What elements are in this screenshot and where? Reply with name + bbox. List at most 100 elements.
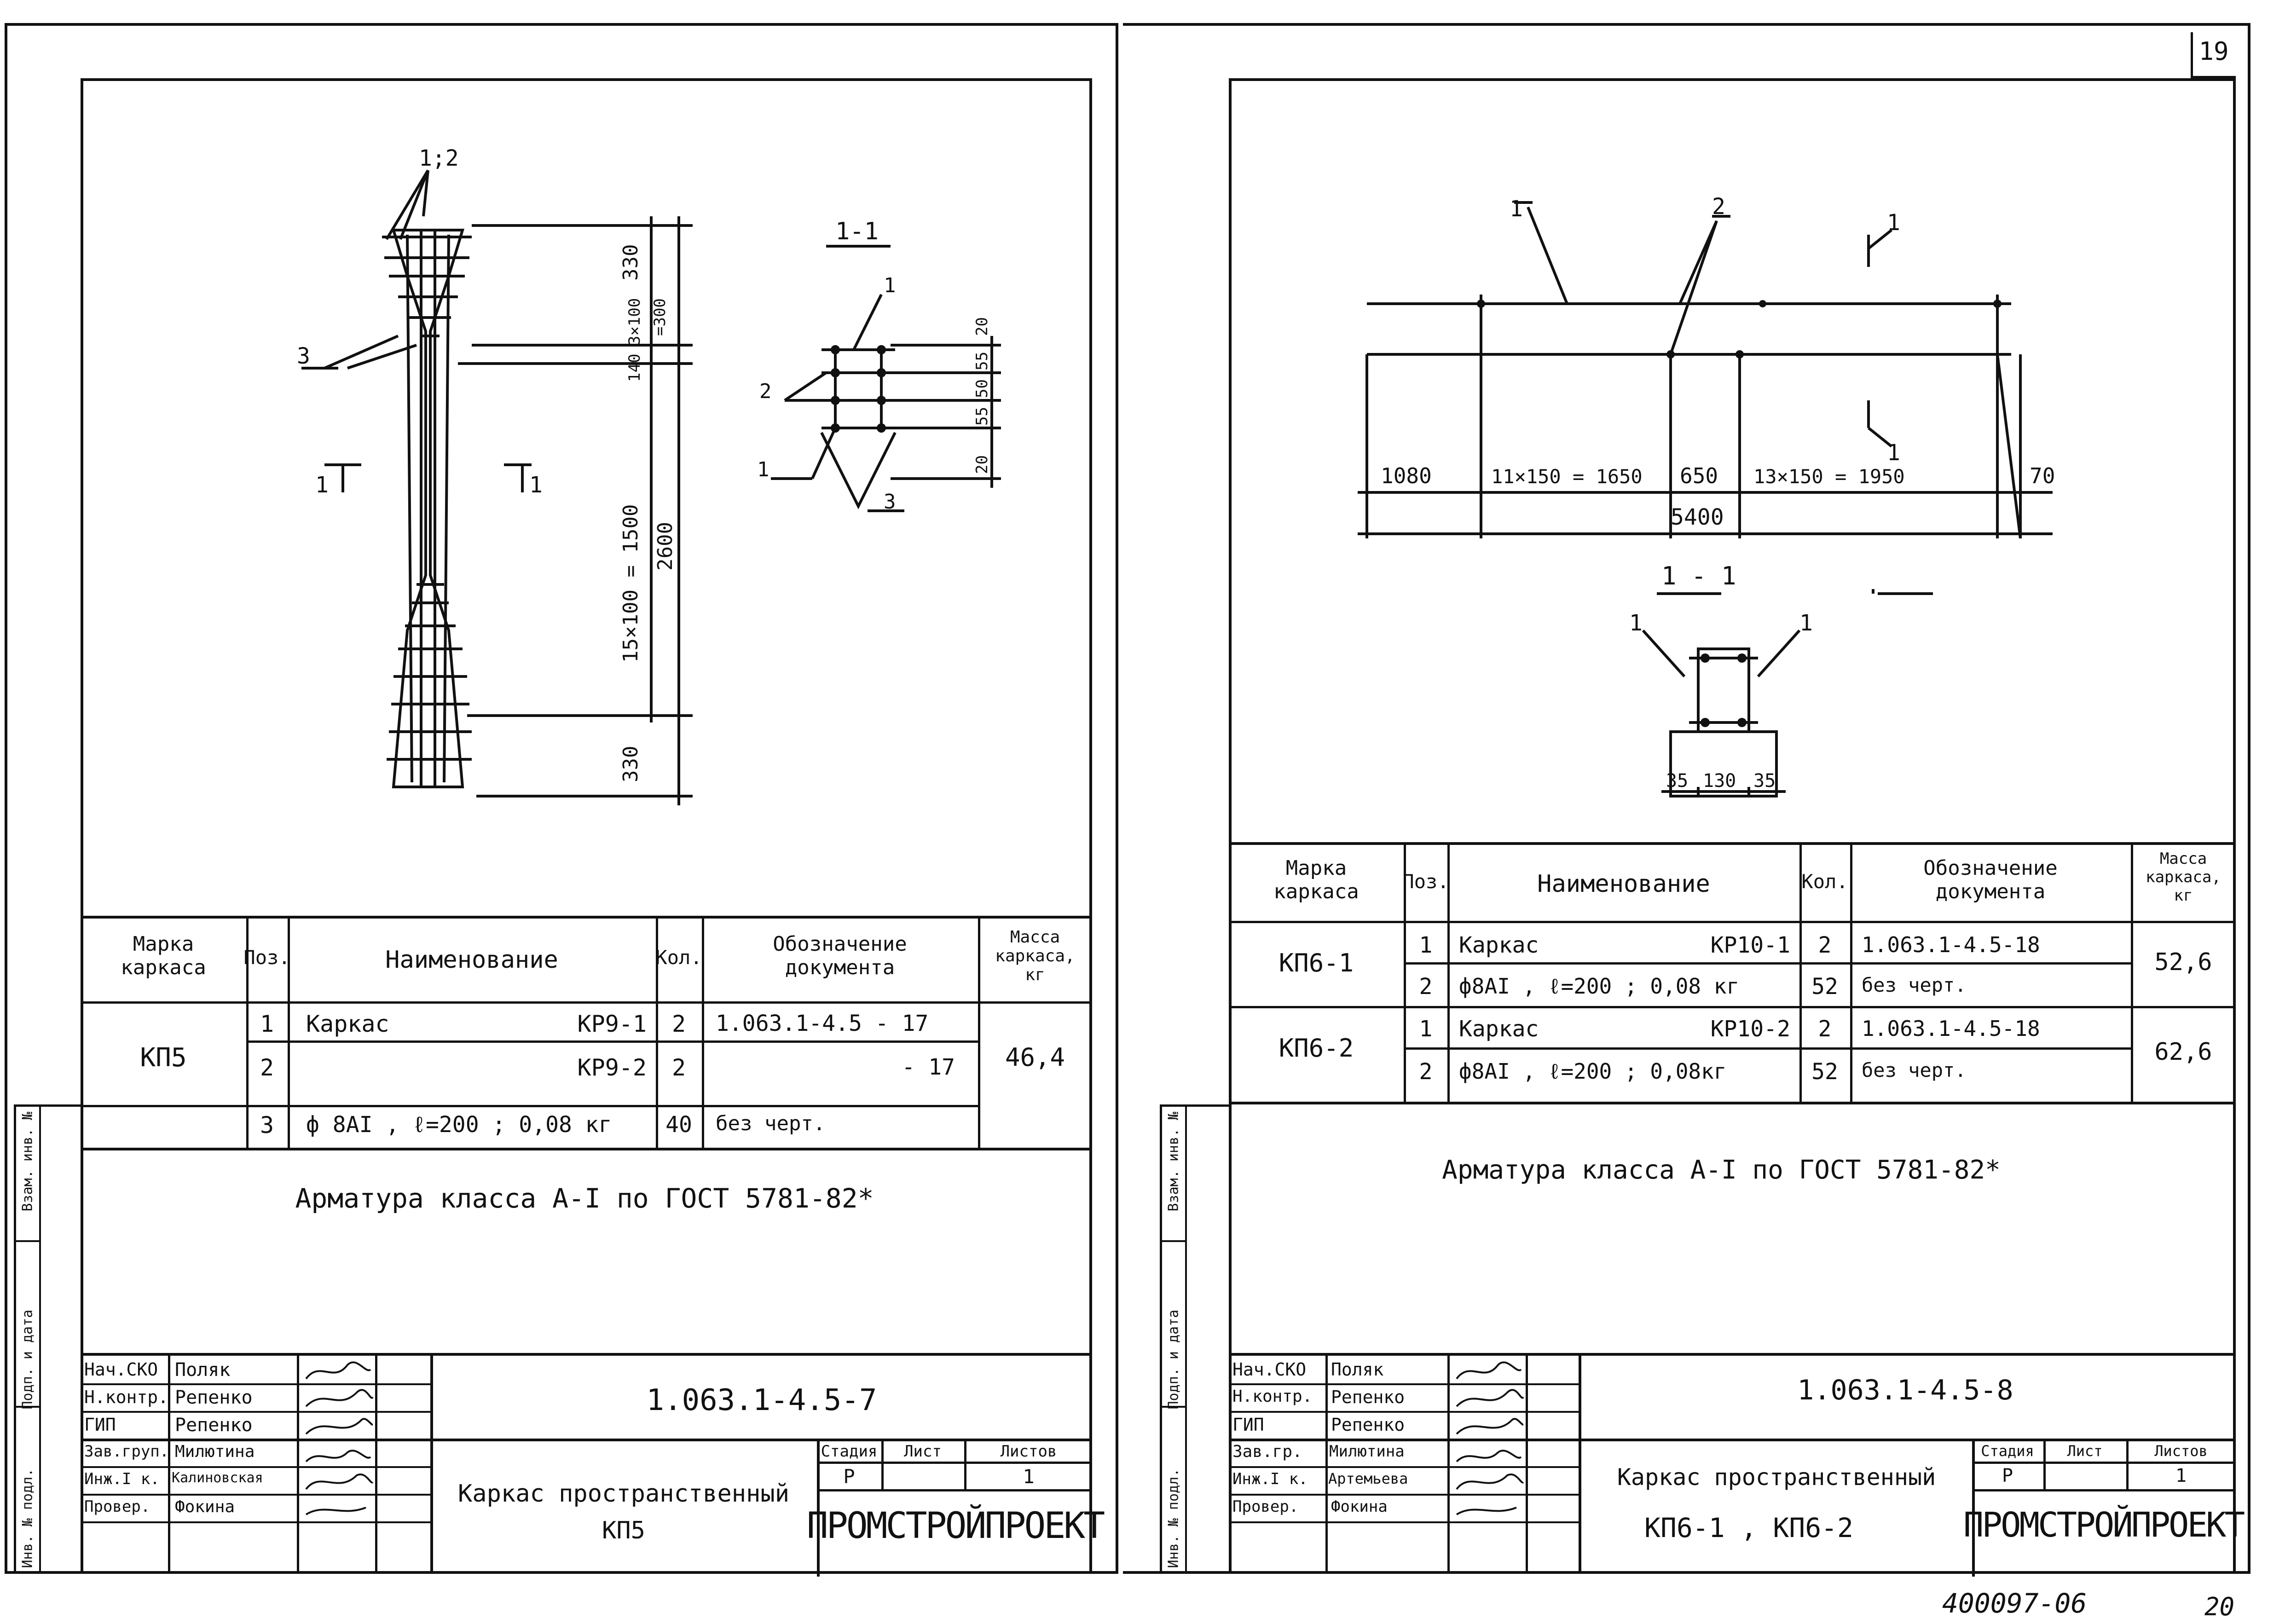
side-label-inv: Инв. № подл. xyxy=(1165,1468,1182,1568)
section-callout-1a: 1 xyxy=(884,274,896,297)
section-mark-right: 1 xyxy=(529,472,543,498)
section-dim-4: 20 xyxy=(973,455,991,474)
callout-1: 1 xyxy=(1510,196,1523,222)
section-callout-2: 2 xyxy=(759,380,772,403)
row-pos: 2 xyxy=(260,1054,274,1081)
row-pos: 3 xyxy=(260,1112,274,1139)
row-code: КР9-2 xyxy=(577,1054,647,1081)
side-label-replace: Взам. инв. № xyxy=(1165,1111,1182,1212)
section-dim-3: 55 xyxy=(973,407,991,426)
row-name: Каркас xyxy=(1459,1016,1539,1042)
right-side-strip: Инв. № подл. Подп. и дата Взам. инв. № xyxy=(1160,1104,1231,1574)
signatures xyxy=(1456,1361,1524,1515)
archive-code: 400097-06 xyxy=(1942,1588,2087,1619)
name: Репенко xyxy=(1331,1387,1405,1407)
name: Репенко xyxy=(1331,1415,1405,1435)
stage-value: Р xyxy=(843,1465,855,1488)
row-doc: без черт. xyxy=(1862,1059,1967,1081)
row-qty: 2 xyxy=(671,1011,686,1037)
name: Милютина xyxy=(1329,1442,1405,1461)
role: ГИП xyxy=(1232,1415,1264,1435)
role: Нач.СКО xyxy=(84,1359,158,1380)
section-dim-0: 20 xyxy=(973,317,991,336)
header-qty: Кол. xyxy=(1801,870,1848,893)
section-dim-2: 50 xyxy=(973,379,991,398)
row-pos: 1 xyxy=(260,1011,274,1037)
row-doc: без черт. xyxy=(716,1112,826,1135)
header-pos: Поз. xyxy=(1402,870,1449,893)
role: Зав.груп. xyxy=(84,1442,169,1461)
right-frame-drawing: 1 2 1 1 1080 11×150 = 1650 650 13×150 = … xyxy=(1358,194,2055,798)
role: Провер. xyxy=(1232,1497,1299,1516)
row-qty: 2 xyxy=(671,1054,686,1081)
header-name: Наименование xyxy=(1537,870,1710,898)
role: Зав.гр. xyxy=(1232,1442,1302,1461)
section-dim-35a: 35 xyxy=(1666,770,1688,792)
mark-kp5: КП5 xyxy=(140,1043,187,1073)
header-mark: Марка каркаса xyxy=(121,932,206,979)
role: Провер. xyxy=(84,1497,150,1516)
dim-330-top: 330 xyxy=(619,244,642,281)
signatures xyxy=(305,1361,374,1515)
dim-11x150: 11×150 = 1650 xyxy=(1491,465,1643,488)
row-qty: 2 xyxy=(1818,1016,1832,1042)
row-code: КР10-1 xyxy=(1710,932,1790,958)
right-spec-table: Марка каркаса Поз. Наименование Кол. Обо… xyxy=(1229,842,2236,1104)
header-doc: Обозначение документа xyxy=(773,932,907,979)
right-drawing-frame xyxy=(1229,78,2236,1574)
row-pos: 1 xyxy=(1419,1016,1433,1042)
title-line1: Каркас пространственный xyxy=(457,1480,790,1508)
page-number-box xyxy=(2191,32,2236,78)
section-callout-3: 3 xyxy=(884,490,896,514)
row-qty: 2 xyxy=(1818,932,1832,958)
name: Калиновская xyxy=(172,1470,263,1486)
role: Нач.СКО xyxy=(1232,1359,1307,1380)
callout-3: 3 xyxy=(297,343,310,369)
row-name: Каркас xyxy=(1459,932,1539,958)
header-name: Наименование xyxy=(385,946,558,974)
sheets-value: 1 xyxy=(1023,1465,1035,1488)
mass-kp5: 46,4 xyxy=(1005,1043,1065,1072)
row-name: ф8АI , ℓ=200 ; 0,08 кг xyxy=(1459,974,1740,999)
section-dim-35b: 35 xyxy=(1753,770,1776,792)
dim-1080: 1080 xyxy=(1381,463,1432,488)
callout-2: 2 xyxy=(1712,194,1725,220)
left-drawing-frame xyxy=(81,78,1092,1574)
row-qty: 40 xyxy=(665,1112,692,1138)
header-pos: Поз. xyxy=(243,946,290,969)
side-label-sign: Подп. и дата xyxy=(1165,1309,1182,1410)
callout-1-2: 1;2 xyxy=(419,145,459,171)
row-qty: 52 xyxy=(1811,1059,1838,1085)
title-line2: КП6-1 , КП6-2 xyxy=(1644,1512,1853,1543)
sheet-label: Лист xyxy=(2067,1442,2103,1460)
section-dim-130: 130 xyxy=(1703,770,1736,792)
page-number: 19 xyxy=(2198,37,2229,66)
title-line2: КП5 xyxy=(602,1517,645,1544)
left-side-strip: Инв. № подл. Подп. и дата Взам. инв. № xyxy=(14,1104,83,1574)
name: Фокина xyxy=(1331,1497,1388,1516)
row-doc: 1.063.1-4.5-18 xyxy=(1862,932,2040,957)
dim-70: 70 xyxy=(2030,463,2055,488)
row-doc: без черт. xyxy=(1862,974,1967,996)
name: Милютина xyxy=(175,1442,255,1461)
sheets-label: Листов xyxy=(1000,1442,1057,1461)
side-label-inv: Инв. № подл. xyxy=(19,1468,36,1568)
dim-15x100: 15×100 = 1500 xyxy=(619,504,642,663)
org-name: ПРОМСТРОЙПРОЕКТ xyxy=(806,1505,1105,1547)
row-pos: 1 xyxy=(1419,932,1433,958)
section-bottom: 1 xyxy=(1887,440,1900,466)
side-label-replace: Взам. инв. № xyxy=(19,1111,36,1212)
row-doc: 1.063.1-4.5-18 xyxy=(1862,1016,2040,1041)
right-title-block: Нач.СКО Н.контр. ГИП Зав.гр. Инж.I к. Пр… xyxy=(1229,1353,2245,1577)
dim-13x150: 13×150 = 1950 xyxy=(1753,465,1905,488)
role: ГИП xyxy=(84,1415,116,1435)
doc-number: 1.063.1-4.5-8 xyxy=(1797,1374,2013,1406)
header-qty: Кол. xyxy=(655,946,702,969)
name: Поляк xyxy=(175,1359,231,1381)
dim-330-bottom: 330 xyxy=(619,746,642,782)
name: Фокина xyxy=(175,1497,235,1516)
section-callout-1b: 1 xyxy=(757,458,769,481)
role: Н.контр. xyxy=(84,1387,169,1407)
section-top: 1 xyxy=(1887,210,1900,236)
role: Инж.I к. xyxy=(1232,1470,1308,1488)
